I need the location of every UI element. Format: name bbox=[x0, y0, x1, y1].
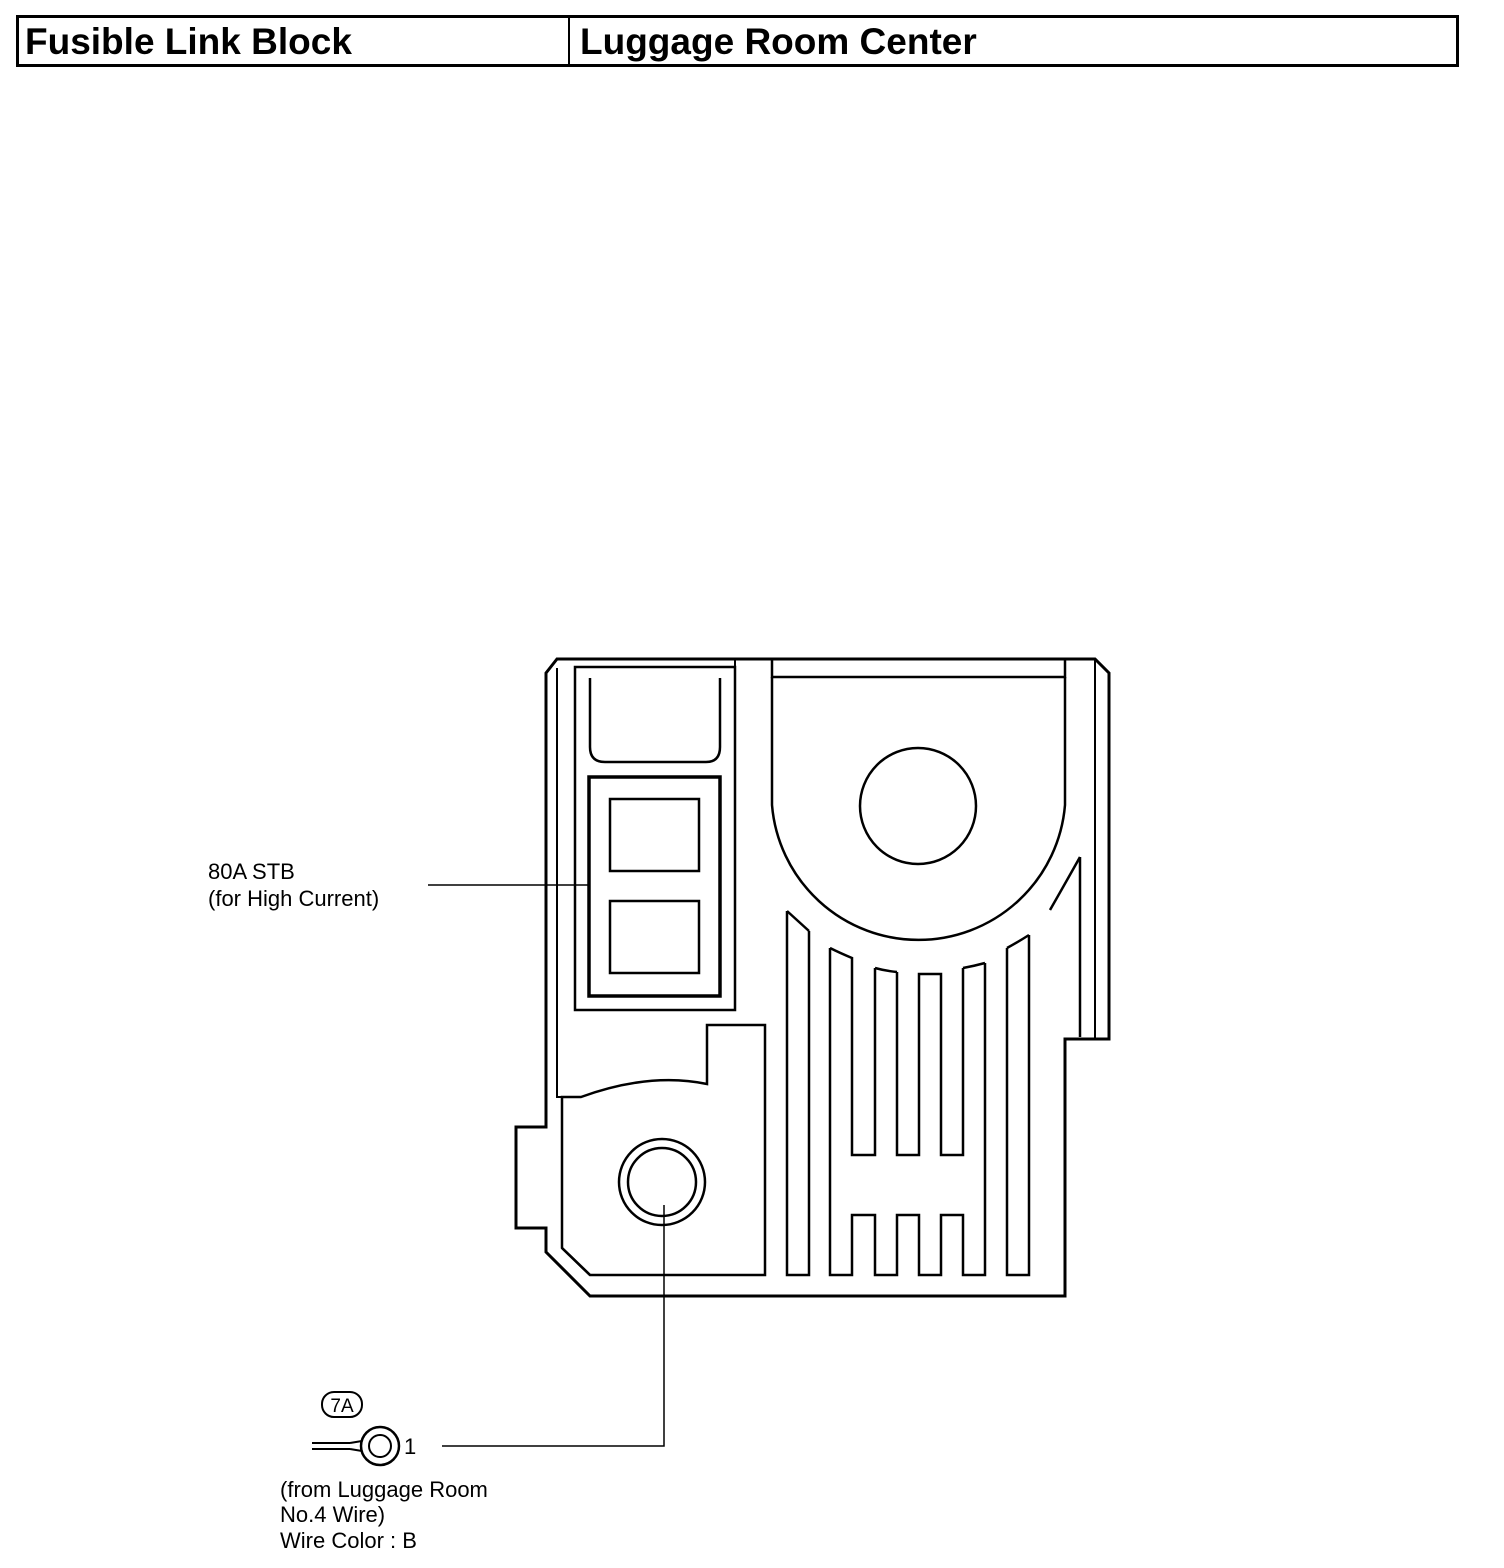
connector-code-text: 7A bbox=[330, 1396, 354, 1417]
component-name: Fusible Link Block bbox=[19, 18, 570, 64]
stud-cradle bbox=[770, 677, 1067, 942]
location-name: Luggage Room Center bbox=[580, 21, 977, 62]
fuse-compartment-frame bbox=[573, 665, 737, 1012]
wire-source-line2: No.4 Wire) bbox=[280, 1502, 385, 1527]
lower-terminal-frame bbox=[560, 1023, 767, 1277]
wire-source-line1: (from Luggage Room bbox=[280, 1477, 488, 1502]
ring-terminal-hole bbox=[368, 1434, 392, 1458]
terminal-stud-inner bbox=[626, 1146, 698, 1218]
wire-color-label: Wire Color : B bbox=[280, 1528, 417, 1553]
title-bar: Fusible Link Block Luggage Room Center bbox=[16, 15, 1459, 67]
terminal-stud-upper bbox=[858, 746, 978, 866]
lower-terminal-arc bbox=[561, 1247, 591, 1276]
cooling-fins bbox=[785, 910, 1031, 1277]
terminal-leader-line bbox=[442, 1205, 665, 1447]
connector-code-badge bbox=[321, 1391, 363, 1418]
terminal-number: 1 bbox=[404, 1434, 416, 1459]
fuse-window-upper bbox=[608, 797, 701, 873]
fuse-window-lower bbox=[608, 899, 701, 975]
latch-tab bbox=[588, 678, 722, 764]
ring-terminal-icon bbox=[359, 1425, 401, 1467]
fuse-label-purpose: (for High Current) bbox=[208, 886, 379, 911]
terminal-stud-outer bbox=[617, 1137, 707, 1227]
center-wall bbox=[770, 659, 1067, 679]
fuse-label-rating: 80A STB bbox=[208, 859, 295, 884]
block-housing-outline bbox=[514, 657, 1111, 1298]
fuse-80a-stb bbox=[587, 775, 722, 998]
right-guide-top bbox=[1048, 856, 1082, 911]
inner-wall-left bbox=[556, 668, 581, 1098]
ring-terminal-wire bbox=[312, 1440, 363, 1452]
